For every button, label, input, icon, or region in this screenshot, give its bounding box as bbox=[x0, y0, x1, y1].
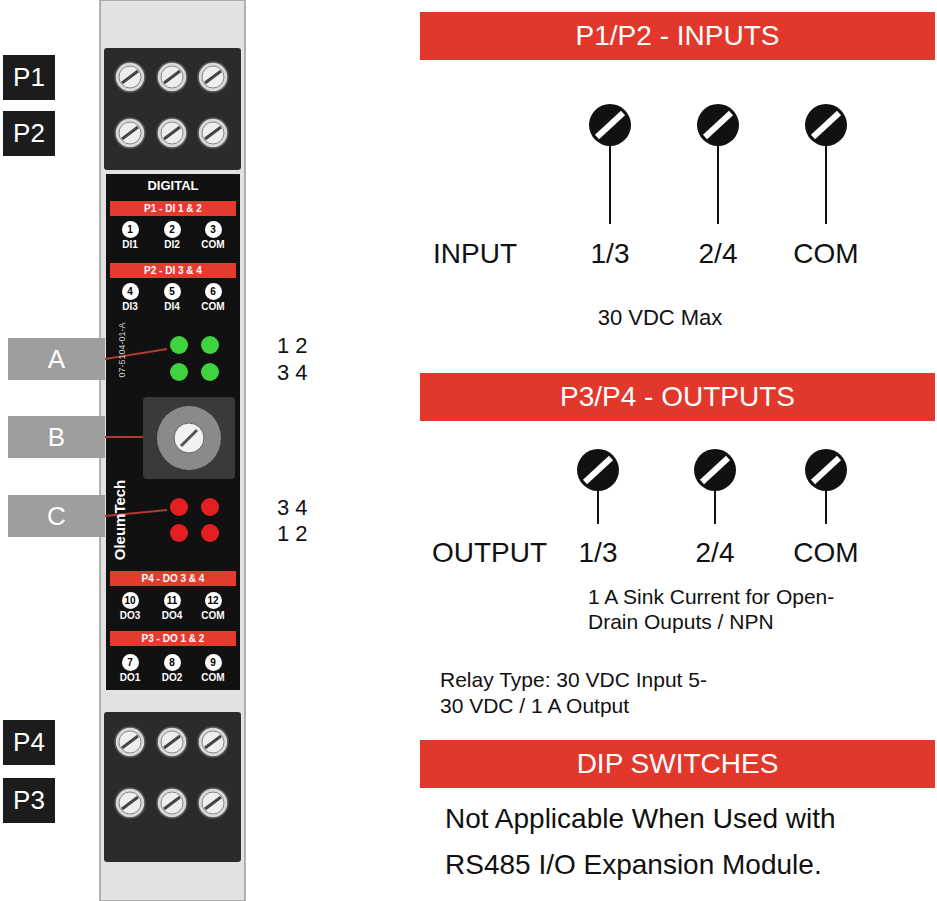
pin-number: 4 bbox=[122, 283, 139, 300]
led-number: 3 4 bbox=[277, 360, 308, 385]
node-text: 11 bbox=[167, 595, 178, 606]
pin-number: 10 bbox=[122, 592, 139, 609]
pin-number: 3 bbox=[205, 221, 222, 238]
terminal-name: 2/4 bbox=[699, 238, 738, 270]
terminal-band: P4 - DO 3 & 4 bbox=[110, 571, 236, 586]
rating-note: 30 VDC Max bbox=[598, 305, 723, 330]
terminal-screws bbox=[115, 727, 228, 818]
node-text: P3/P4 - OUTPUTS bbox=[560, 382, 795, 413]
red-leds bbox=[170, 498, 219, 542]
node-text: P2 - DI 3 & 4 bbox=[144, 265, 202, 276]
brand-name: OleumTech bbox=[111, 480, 128, 561]
pin-name: DO2 bbox=[162, 672, 183, 684]
pin-name: COM bbox=[201, 610, 224, 622]
pin-name: DI3 bbox=[122, 301, 138, 313]
rating-note: 1 A Sink Current for Open-Drain Ouputs /… bbox=[588, 584, 863, 634]
pin-number: 12 bbox=[205, 592, 222, 609]
pin-name: DI1 bbox=[122, 239, 138, 251]
node-text: 2 bbox=[169, 224, 175, 235]
led-number: 1 2 bbox=[277, 521, 308, 546]
node-text: P4 - DO 3 & 4 bbox=[142, 573, 205, 584]
note: Not Applicable When Used with RS485 I/O … bbox=[445, 796, 895, 888]
row-name: INPUT bbox=[433, 238, 517, 270]
node-text: DIGITAL bbox=[147, 179, 198, 193]
pin-number: 5 bbox=[164, 283, 181, 300]
node-text: P1 bbox=[13, 63, 45, 92]
terminal-label: P4 bbox=[3, 720, 55, 765]
section-banner: P3/P4 - OUTPUTS bbox=[420, 373, 935, 421]
node-text: 7 bbox=[127, 657, 133, 668]
pin-name: COM bbox=[201, 672, 224, 684]
pin-number: 6 bbox=[205, 283, 222, 300]
pin-number: 2 bbox=[164, 221, 181, 238]
pin-number: 11 bbox=[164, 592, 181, 609]
row-name: OUTPUT bbox=[432, 537, 547, 569]
faceplate bbox=[106, 174, 240, 690]
pin-name: DO4 bbox=[162, 610, 183, 622]
pin-name: COM bbox=[201, 239, 224, 251]
pin-number: 8 bbox=[164, 654, 181, 671]
callout-box: A bbox=[8, 338, 105, 380]
node-text: 10 bbox=[124, 595, 135, 606]
terminal-label: P2 bbox=[3, 111, 55, 156]
terminal-screws bbox=[115, 62, 228, 148]
node-text: 4 bbox=[127, 286, 133, 297]
terminal-label: P1 bbox=[3, 55, 55, 100]
terminal-name: 2/4 bbox=[696, 537, 735, 569]
node-text: P1 - DI 1 & 2 bbox=[144, 203, 202, 214]
node-text: DIP SWITCHES bbox=[577, 749, 779, 780]
green-leds bbox=[170, 336, 219, 381]
terminal-name: COM bbox=[793, 537, 858, 569]
node-text: 6 bbox=[210, 286, 216, 297]
node-text: P3 - DO 1 & 2 bbox=[142, 633, 205, 644]
part-number: 07-5104-01-A bbox=[117, 322, 127, 377]
node-text: P2 bbox=[13, 119, 45, 148]
output-terminal-symbols bbox=[577, 449, 847, 524]
pin-name: DI4 bbox=[164, 301, 180, 313]
node-text: 5 bbox=[169, 286, 175, 297]
terminal-band: P1 - DI 1 & 2 bbox=[110, 201, 236, 216]
terminal-band: P3 - DO 1 & 2 bbox=[110, 631, 236, 646]
led-number: 1 2 bbox=[277, 333, 308, 358]
node-text: 8 bbox=[169, 657, 175, 668]
pin-name: DI2 bbox=[164, 239, 180, 251]
terminal-band: P2 - DI 3 & 4 bbox=[110, 263, 236, 278]
terminal-name: COM bbox=[793, 238, 858, 270]
node-text: 9 bbox=[210, 657, 216, 668]
node-text: 1 bbox=[127, 224, 133, 235]
callout-box: B bbox=[8, 416, 105, 458]
node-text: A bbox=[48, 345, 65, 374]
din-housing bbox=[100, 0, 245, 901]
node-text: P1/P2 - INPUTS bbox=[576, 21, 780, 52]
rating-note: Relay Type: 30 VDC Input 5-30 VDC / 1 A … bbox=[440, 667, 730, 720]
pin-number: 9 bbox=[205, 654, 222, 671]
node-text: P3 bbox=[13, 786, 45, 815]
led-number: 3 4 bbox=[277, 495, 308, 520]
node-text: 3 bbox=[210, 224, 216, 235]
pin-name: DO1 bbox=[120, 672, 141, 684]
section-banner: DIP SWITCHES bbox=[420, 740, 935, 788]
node-text: C bbox=[47, 502, 66, 531]
pin-name: COM bbox=[201, 301, 224, 313]
rotary-switch bbox=[143, 397, 235, 479]
section-banner: P1/P2 - INPUTS bbox=[420, 12, 935, 60]
terminal-label: P3 bbox=[3, 778, 55, 823]
terminal-block bbox=[104, 712, 241, 862]
callout-box: C bbox=[8, 495, 105, 537]
node-text: 12 bbox=[207, 595, 218, 606]
input-terminal-symbols bbox=[589, 104, 847, 224]
terminal-block bbox=[104, 48, 241, 170]
pin-number: 1 bbox=[122, 221, 139, 238]
node-text: B bbox=[48, 423, 65, 452]
pin-name: DO3 bbox=[120, 610, 141, 622]
node-text: P4 bbox=[13, 728, 45, 757]
terminal-name: 1/3 bbox=[579, 537, 618, 569]
terminal-name: 1/3 bbox=[591, 238, 630, 270]
pin-number: 7 bbox=[122, 654, 139, 671]
